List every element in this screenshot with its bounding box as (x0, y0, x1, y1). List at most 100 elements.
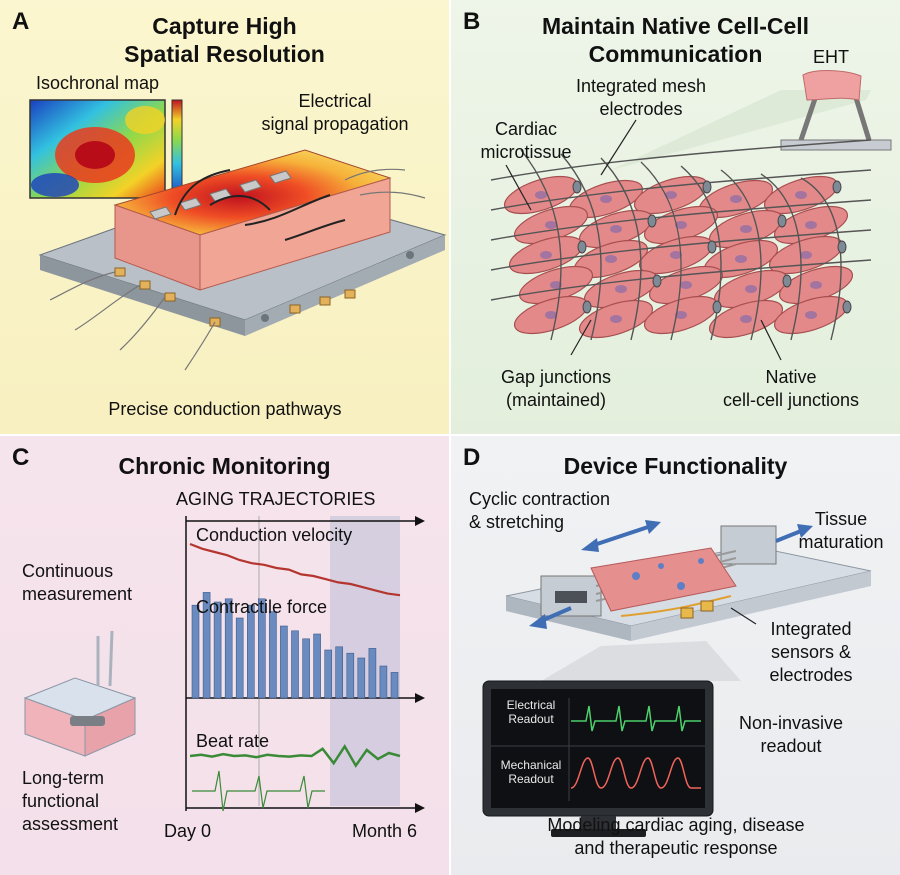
gap-junction (837, 240, 847, 254)
force-bar (280, 625, 288, 699)
tissue-label-line1: Tissue (814, 509, 868, 529)
cell-nucleus (680, 281, 692, 289)
force-bar (224, 598, 233, 699)
screen-mechanical-label-line1: Mechanical (500, 758, 562, 772)
panel-b: B Maintain Native Cell-Cell Communicatio… (451, 0, 900, 434)
pathways-label: Precise conduction pathways (108, 399, 342, 419)
cell-nucleus (600, 195, 612, 203)
force-bar (302, 638, 310, 699)
panel-a-letter: A (12, 8, 30, 35)
sensors-label-line2: sensors & (770, 642, 852, 662)
gap-junction (707, 240, 717, 254)
force-bar (357, 657, 366, 699)
series-label-velocity: Conduction velocity (196, 525, 353, 545)
cyclic-label-line2: & stretching (469, 512, 565, 532)
stretch-arrows (529, 520, 813, 629)
mesh-label-line2: electrodes (599, 99, 683, 119)
cell-nucleus (670, 251, 682, 259)
panel-b-title-line2: Communication (588, 41, 763, 67)
gap-junction (712, 300, 722, 314)
mesh-electrode-wire (600, 157, 642, 341)
series-label-force: Contractile force (196, 597, 328, 617)
panel-c-title: Chronic Monitoring (118, 453, 331, 479)
sensors-label-line3: electrodes (769, 665, 853, 685)
native-label-line2: cell-cell junctions (722, 390, 860, 410)
cell-nucleus (805, 221, 817, 229)
longterm-label-line2: functional (22, 791, 100, 811)
force-bar (257, 598, 266, 699)
panel-b-title-line1: Maintain Native Cell-Cell (541, 13, 810, 39)
cell-nucleus (740, 315, 752, 323)
eht-inset (611, 70, 892, 170)
force-bar (368, 648, 377, 699)
cell-nucleus (740, 225, 752, 233)
panel-a-illustration (29, 99, 447, 371)
force-bar (247, 604, 255, 699)
force-bar (346, 652, 355, 699)
cell-nucleus (545, 311, 557, 319)
native-label-line1: Native (765, 367, 817, 387)
modeling-label-line1: Modeling cardiac aging, disease (547, 815, 805, 835)
tissue-block (113, 149, 392, 291)
gap-junction (572, 180, 582, 194)
force-bar (213, 601, 222, 699)
longterm-label-line1: Long-term (22, 768, 105, 788)
tissue-label-line2: maturation (798, 532, 884, 552)
cell-nucleus (665, 191, 677, 199)
mesh-electrode-wire (490, 199, 872, 241)
beat-rate-line (189, 744, 401, 768)
gap-junction (577, 240, 587, 254)
cell-nucleus (810, 281, 822, 289)
gap-junction (582, 300, 592, 314)
noninvasive-label-line1: Non-invasive (738, 713, 844, 733)
micro-label-line2: microtissue (480, 142, 572, 162)
mesh-electrode-wire (640, 161, 682, 341)
force-bar (390, 672, 399, 699)
panel-c-letter: C (12, 444, 30, 471)
cell-nucleus (805, 311, 817, 319)
gap-junction (842, 300, 852, 314)
panel-b-letter: B (463, 8, 481, 35)
continuous-label-line2: measurement (22, 584, 133, 604)
wires (49, 168, 426, 371)
aging-chart (185, 516, 425, 813)
panel-d-illustration (482, 520, 872, 837)
cell-nucleus (610, 315, 622, 323)
panel-a-title-line2: Spatial Resolution (124, 41, 325, 67)
force-bar (379, 665, 388, 699)
panel-c: C Chronic Monitoring Continuous measurem… (0, 436, 449, 875)
mesh-electrode-wire (490, 229, 872, 271)
panel-d-letter: D (463, 444, 481, 471)
x-axis-start: Day 0 (164, 821, 212, 841)
signal-label-line1: Electrical (298, 91, 372, 111)
micro-label-line1: Cardiac (494, 119, 558, 139)
screen-mechanical-label-line2: Readout (508, 772, 554, 786)
velocity-line (189, 542, 401, 597)
x-axis-end: Month 6 (352, 821, 418, 841)
cyclic-label-line1: Cyclic contraction (469, 489, 611, 509)
gap-junction (702, 180, 712, 194)
sensors-label-line1: Integrated (770, 619, 852, 639)
screen-electrical-label-line1: Electrical (506, 698, 556, 712)
continuous-label-line1: Continuous (22, 561, 114, 581)
panel-a-title-line1: Capture High (152, 13, 297, 39)
mesh-electrode-wire (720, 169, 762, 341)
modeling-label-line2: and therapeutic response (574, 838, 778, 858)
mesh-electrode-wire (800, 177, 842, 341)
eht-label: EHT (813, 47, 849, 67)
force-bar (291, 630, 299, 699)
gap-junction (647, 214, 657, 228)
isochronal-map (29, 99, 183, 199)
signal-label-line2: signal propagation (261, 114, 409, 134)
cell-nucleus (800, 251, 812, 259)
mesh-electrode-wire (760, 173, 802, 341)
panel-d-title: Device Functionality (563, 453, 788, 479)
force-bar (269, 611, 277, 699)
mesh-electrode-wire (490, 169, 872, 211)
force-bar (202, 592, 211, 699)
isochronal-map-label: Isochronal map (36, 73, 160, 93)
gap-junction (777, 214, 787, 228)
gap-label-line2: (maintained) (505, 390, 607, 410)
mesh-electrode-wire (490, 139, 872, 181)
cell-nucleus (745, 285, 757, 293)
